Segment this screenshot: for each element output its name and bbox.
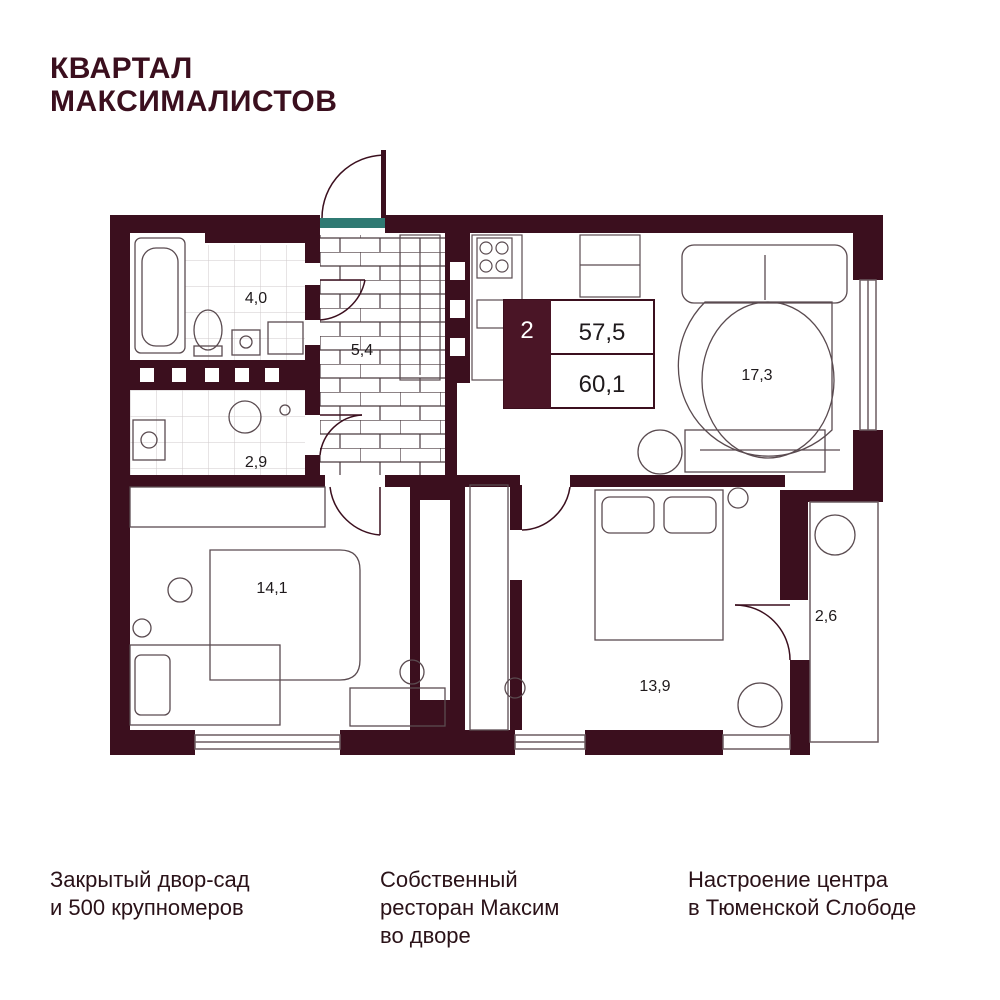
room-label-hall: 5,4: [351, 342, 373, 359]
badge-rooms: 2: [520, 317, 533, 344]
room-label-living: 17,3: [741, 367, 772, 384]
feature-garden-line-1: Закрытый двор-сад: [50, 867, 250, 892]
room-label-bedroom: 13,9: [639, 678, 670, 695]
feature-center: Настроение центра в Тюменской Слободе: [688, 866, 916, 922]
apartment-badge: 2 57,5 60,1: [503, 299, 655, 409]
room-labels: 4,0 5,4 2,9 17,3 14,1 13,9 2,6: [245, 290, 837, 695]
badge-area-living: 57,5: [579, 319, 626, 346]
feature-restaurant-line-1: Собственный: [380, 867, 518, 892]
room-label-bathroom: 4,0: [245, 290, 267, 307]
feature-garden-line-2: и 500 крупномеров: [50, 895, 244, 920]
brand-line-2: МАКСИМАЛИСТОВ: [50, 85, 338, 118]
windows: [194, 279, 879, 750]
feature-center-line-2: в Тюменской Слободе: [688, 895, 917, 920]
bathroom-floor: [185, 245, 305, 360]
feature-center-line-1: Настроение центра: [688, 867, 888, 892]
wc-floor: [130, 390, 305, 475]
feature-restaurant: Собственный ресторан Максим во дворе: [380, 866, 559, 950]
room-label-wc: 2,9: [245, 454, 267, 471]
living-furniture: [637, 244, 848, 475]
room-label-kids: 14,1: [256, 580, 287, 597]
walls: [110, 215, 883, 755]
feature-restaurant-line-2: ресторан Максим: [380, 895, 560, 920]
brand-line-1: КВАРТАЛ: [50, 52, 193, 85]
brand-title: КВАРТАЛ МАКСИМАЛИСТОВ: [50, 52, 337, 118]
entrance-door[interactable]: [320, 150, 386, 228]
room-label-balcony: 2,6: [815, 608, 837, 625]
feature-restaurant-line-3: во дворе: [380, 923, 471, 948]
badge-rooms-box: [504, 300, 551, 408]
kids-furniture: [129, 486, 446, 727]
badge-area-total: 60,1: [579, 371, 626, 398]
wall-openings: [140, 262, 465, 700]
feature-garden: Закрытый двор-сад и 500 крупномеров: [50, 866, 250, 922]
bedroom-furniture: [469, 484, 856, 731]
interior-doors: [319, 279, 791, 661]
hall-floor: [320, 235, 445, 475]
bathroom-fixtures: [132, 237, 304, 461]
hall-wardrobe: [399, 234, 441, 381]
